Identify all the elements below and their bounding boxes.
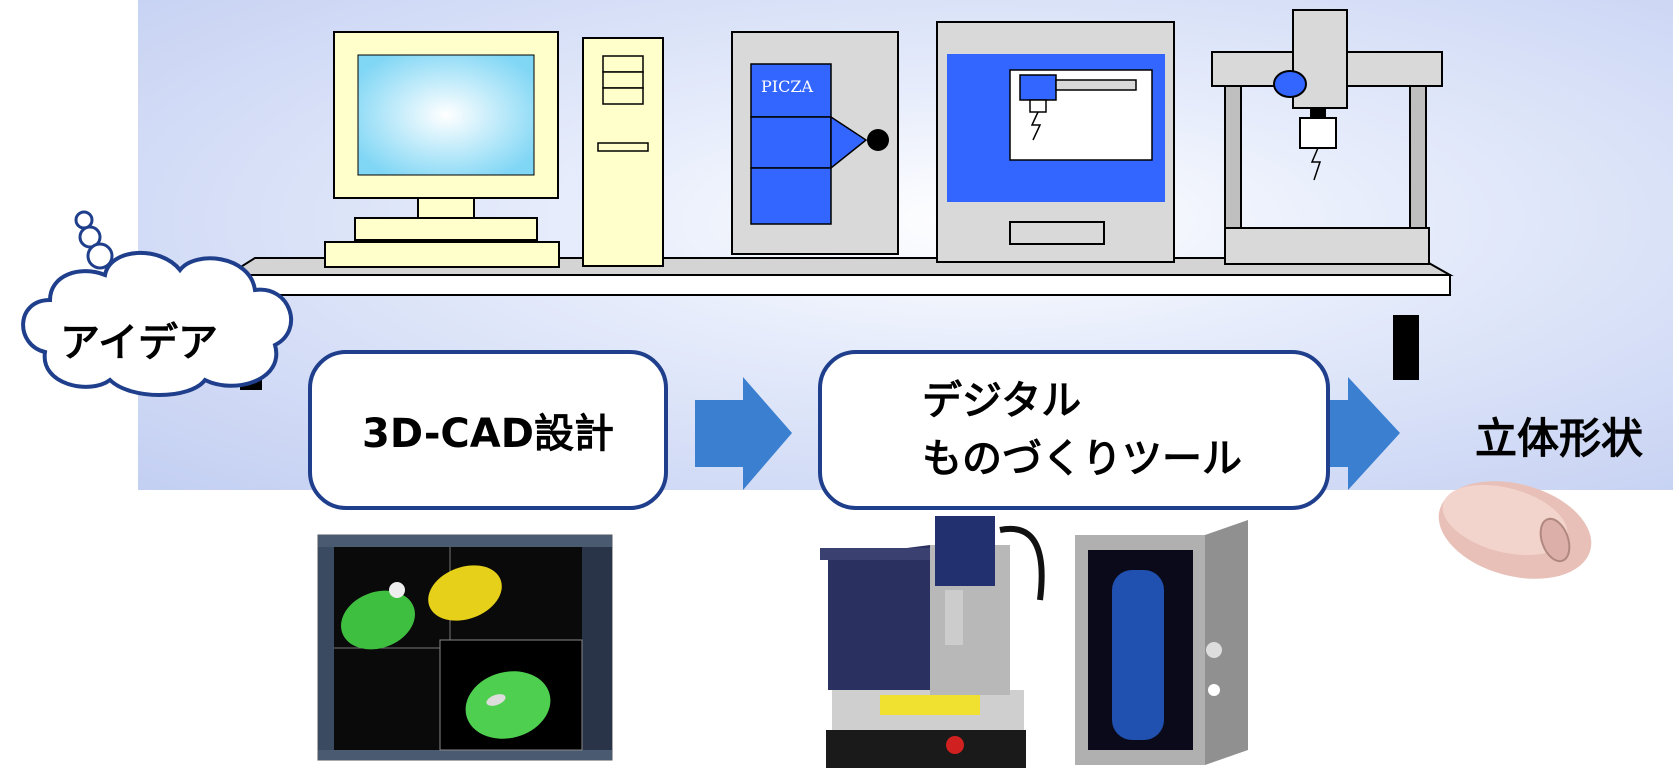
cad-design-label: 3D-CAD設計 xyxy=(362,411,614,457)
cad-screenshot-image xyxy=(317,534,613,761)
digital-tools-line2: ものづくりツール xyxy=(922,436,1242,482)
3d-scanner-icon: PICZA xyxy=(731,31,899,255)
pc-tower-icon xyxy=(582,37,664,267)
cnc-control-icon xyxy=(936,21,1175,263)
picza-scanner-image xyxy=(1075,520,1248,765)
arrow-right-icon xyxy=(695,377,792,490)
result-label: 立体形状 xyxy=(1475,414,1644,463)
digital-tools-line1: デジタル xyxy=(922,378,1082,424)
scanner-label: PICZA xyxy=(761,77,813,96)
digital-tools-box: デジタル ものづくりツール xyxy=(818,350,1330,510)
thought-cloud-icon xyxy=(21,210,294,397)
idea-label: アイデア xyxy=(60,320,218,366)
milling-machine-icon xyxy=(1211,9,1443,265)
cad-design-box: 3D-CAD設計 xyxy=(308,350,668,510)
computer-monitor-icon xyxy=(324,31,560,268)
mouse-product-image xyxy=(1438,481,1592,579)
roland-milling-machine-image xyxy=(820,516,1045,768)
